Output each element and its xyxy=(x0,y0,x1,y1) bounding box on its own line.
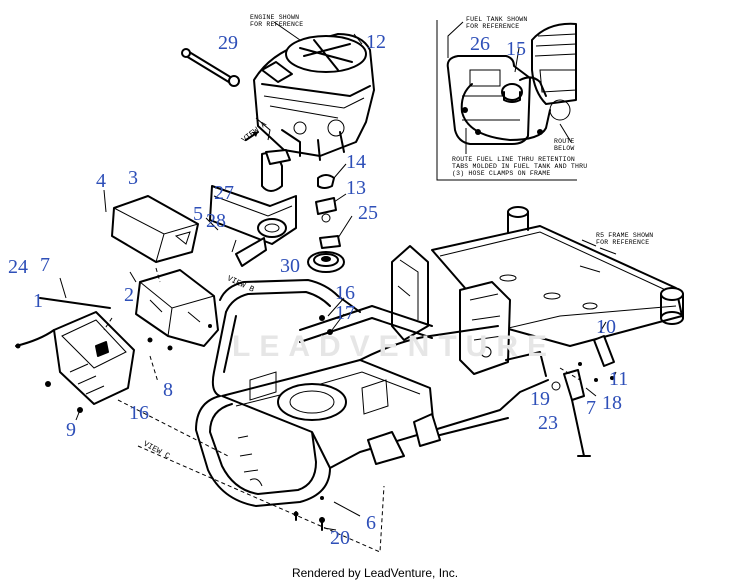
watermark: LEADVENTURE xyxy=(232,330,557,363)
frame-note: R5 FRAME SHOWN FOR REFERENCE xyxy=(596,232,654,246)
callout-17: 17 xyxy=(335,302,355,324)
callout-4: 4 xyxy=(96,170,106,192)
callout-25: 25 xyxy=(358,202,378,224)
callout-12: 12 xyxy=(366,31,386,53)
callout-8: 8 xyxy=(163,379,173,401)
route-below-note: ROUTE BELOW xyxy=(554,138,575,152)
callout-3: 3 xyxy=(128,167,138,189)
lever-linkage xyxy=(551,321,617,457)
callout-15: 15 xyxy=(506,38,526,60)
callout-16-top: 16 xyxy=(335,282,355,304)
callout-13: 13 xyxy=(346,177,366,199)
engine xyxy=(245,21,375,161)
front-panel xyxy=(15,277,135,421)
engine-note: ENGINE SHOWN FOR REFERENCE xyxy=(250,14,304,28)
fuel-tank-inset xyxy=(436,20,577,181)
rod xyxy=(181,48,240,87)
callout-29: 29 xyxy=(218,32,238,54)
callout-23: 23 xyxy=(538,412,558,434)
fuel-tank-note: FUEL TANK SHOWN FOR REFERENCE xyxy=(466,16,528,30)
callout-9: 9 xyxy=(66,419,76,441)
muffler-assembly xyxy=(205,149,353,273)
callout-24: 24 xyxy=(8,256,28,278)
main-frame xyxy=(195,206,684,531)
callout-27: 27 xyxy=(214,182,234,204)
callout-6: 6 xyxy=(366,512,376,534)
callout-5: 5 xyxy=(193,203,203,225)
callout-11: 11 xyxy=(609,368,629,390)
callout-28: 28 xyxy=(206,210,226,232)
frame-note-leader xyxy=(581,239,597,247)
callout-20: 20 xyxy=(330,527,350,549)
callout-14: 14 xyxy=(346,151,366,173)
callout-18: 18 xyxy=(602,392,622,414)
callout-1: 1 xyxy=(33,290,43,312)
footer-credit: Rendered by LeadVenture, Inc. xyxy=(291,566,459,580)
callout-16-bottom: 16 xyxy=(129,402,149,424)
callout-7-right: 7 xyxy=(586,397,596,419)
callout-2: 2 xyxy=(124,284,134,306)
callout-19: 19 xyxy=(530,388,550,410)
route-fuel-line-note: ROUTE FUEL LINE THRU RETENTION TABS MOLD… xyxy=(452,156,588,177)
callout-10: 10 xyxy=(596,316,616,338)
mount-bracket xyxy=(129,269,219,351)
callout-30: 30 xyxy=(280,255,300,277)
assembly-lines xyxy=(103,267,385,553)
callout-7-left: 7 xyxy=(40,254,50,276)
cover xyxy=(103,189,199,263)
callout-26: 26 xyxy=(470,33,490,55)
